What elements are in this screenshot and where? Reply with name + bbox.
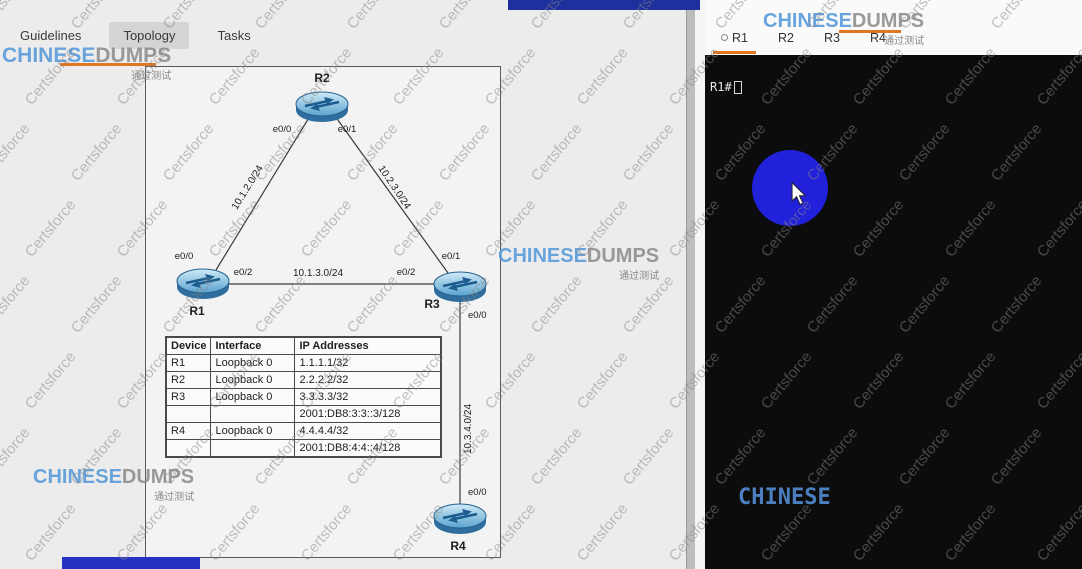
router-r1-label: R1: [189, 304, 205, 318]
console-tab-r3[interactable]: R3: [816, 26, 848, 54]
tab-status-icon: [721, 34, 728, 41]
net-label-10-3-4: 10.3.4.0/24: [463, 404, 474, 454]
tab-guidelines[interactable]: Guidelines: [20, 27, 82, 43]
col-header-ip: IP Addresses: [294, 336, 442, 355]
console-tab-label: R3: [823, 30, 840, 45]
iface-r3-e00: e0/0: [468, 310, 487, 321]
router-r3-label: R3: [424, 297, 440, 311]
cell-interface: Loopback 0: [210, 371, 296, 389]
cell-interface: Loopback 0: [210, 422, 296, 440]
router-r2-icon[interactable]: [294, 90, 350, 124]
cell-ip: 2001:DB8:4:4::4/128: [294, 439, 442, 458]
text-cursor: [733, 80, 742, 94]
cell-device: R4: [165, 422, 212, 440]
mouse-pointer-icon: [791, 182, 807, 206]
terminal-watermark-chinese: CHINESE: [738, 485, 831, 510]
iface-r3-e01: e0/1: [442, 251, 461, 262]
console-tab-bar: R1 R2 R3 R4: [713, 24, 894, 55]
console-tab-r1[interactable]: R1: [713, 26, 756, 54]
link-r2-r3: [334, 115, 449, 274]
bottom-blue-bar: [62, 557, 200, 569]
console-tab-label: R2: [777, 30, 794, 45]
tab-tasks[interactable]: Tasks: [217, 27, 251, 43]
left-tab-bar: Guidelines Topology Tasks: [0, 20, 265, 50]
col-header-device: Device: [165, 336, 212, 355]
table-row: R3 Loopback 0 3.3.3.3/32: [165, 388, 442, 406]
iface-r2-e00: e0/0: [273, 124, 292, 135]
table-row: R2 Loopback 0 2.2.2.2/32: [165, 371, 442, 389]
cell-interface: [210, 439, 296, 458]
console-tab-r2[interactable]: R2: [770, 26, 802, 54]
iface-r3-e02: e0/2: [397, 267, 416, 278]
panel-divider: [695, 0, 705, 569]
table-row: R1 Loopback 0 1.1.1.1/32: [165, 354, 442, 372]
cell-ip: 2001:DB8:3:3::3/128: [294, 405, 442, 423]
topology-diagram: R2 R1 R3 R4 e0/0 e0/1 e0/0 e0/2 e0/2 e0/…: [145, 66, 501, 558]
cell-ip: 2.2.2.2/32: [294, 371, 442, 389]
exam-left-panel: Guidelines Topology Tasks: [0, 0, 700, 569]
col-header-interface: Interface: [210, 336, 296, 355]
net-label-10-2-3: 10.2.3.0/24: [376, 164, 413, 212]
router-r2-label: R2: [314, 71, 330, 85]
console-tab-label: R1: [732, 30, 748, 45]
cursor-highlight-circle: [752, 150, 828, 226]
net-label-10-1-3: 10.1.3.0/24: [293, 268, 343, 279]
terminal-prompt-line: R1#: [710, 80, 742, 94]
cell-device: [165, 405, 212, 423]
panel-divider-scrollbar[interactable]: [686, 0, 695, 569]
iface-r4-e00: e0/0: [468, 487, 487, 498]
terminal-prompt: R1#: [710, 80, 732, 94]
console-tab-r4[interactable]: R4: [862, 26, 894, 54]
cell-interface: Loopback 0: [210, 354, 296, 372]
router-r1-icon[interactable]: [175, 267, 231, 301]
cell-device: R2: [165, 371, 212, 389]
router-r4-label: R4: [450, 539, 466, 553]
cell-device: R3: [165, 388, 212, 406]
cell-interface: Loopback 0: [210, 388, 296, 406]
router-r3-icon[interactable]: [432, 270, 488, 304]
console-tab-label: R4: [869, 30, 886, 45]
cell-device: R1: [165, 354, 212, 372]
terminal-console[interactable]: R1# CHINESE: [705, 55, 1082, 569]
cell-ip: 4.4.4.4/32: [294, 422, 442, 440]
cell-device: [165, 439, 212, 458]
iface-r1-e00: e0/0: [175, 251, 194, 262]
topology-svg: R2 R1 R3 R4 e0/0 e0/1 e0/0 e0/2 e0/2 e0/…: [175, 71, 488, 553]
table-row: R4 Loopback 0 4.4.4.4/32: [165, 422, 442, 440]
top-blue-bar: [508, 0, 700, 10]
net-label-10-1-2: 10.1.2.0/24: [230, 163, 266, 212]
tab-topology[interactable]: Topology: [109, 21, 190, 49]
cell-ip: 1.1.1.1/32: [294, 354, 442, 372]
table-header-row: Device Interface IP Addresses: [165, 336, 442, 355]
iface-r2-e01: e0/1: [338, 124, 357, 135]
table-row: 2001:DB8:3:3::3/128: [165, 405, 442, 423]
router-r4-icon[interactable]: [432, 502, 488, 536]
cell-interface: [210, 405, 296, 423]
cell-ip: 3.3.3.3/32: [294, 388, 442, 406]
table-row: 2001:DB8:4:4::4/128: [165, 439, 442, 458]
iface-r1-e02: e0/2: [234, 267, 253, 278]
link-r1-r2: [215, 115, 311, 271]
ip-address-table: Device Interface IP Addresses R1 Loopbac…: [165, 336, 442, 458]
console-panel: R1 R2 R3 R4 R1#: [705, 0, 1082, 569]
console-header: R1 R2 R3 R4: [705, 0, 1082, 55]
